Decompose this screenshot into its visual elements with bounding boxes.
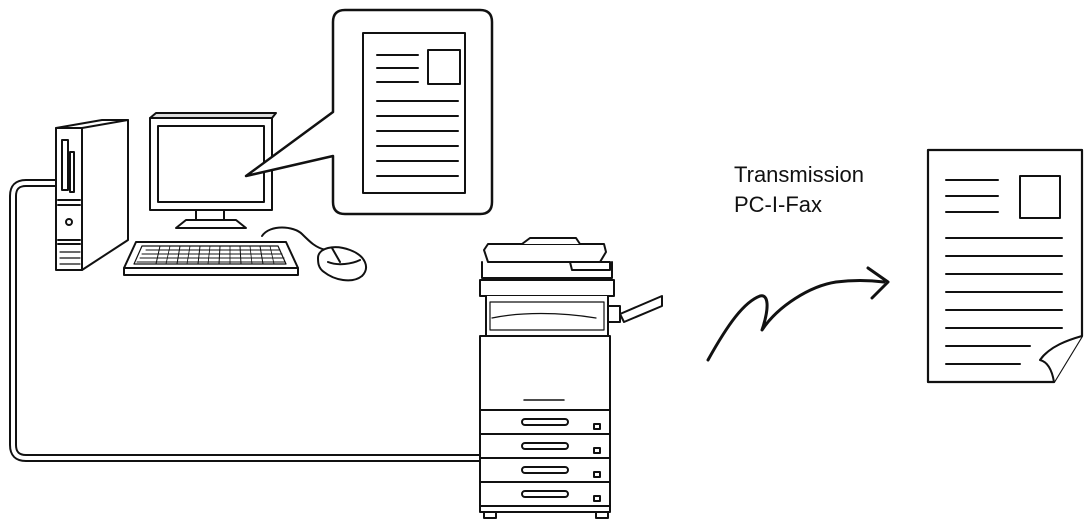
multifunction-printer-icon <box>480 238 662 518</box>
document-icon <box>246 10 492 214</box>
keyboard-icon <box>124 242 298 275</box>
received-document-icon <box>928 150 1082 382</box>
fax-transmission-arrow-icon <box>708 268 888 360</box>
caption-line-1: Transmission <box>734 160 864 190</box>
computer-tower-icon <box>56 120 128 270</box>
caption-line-2: PC-I-Fax <box>734 190 864 220</box>
transmission-caption: Transmission PC-I-Fax <box>734 160 864 220</box>
